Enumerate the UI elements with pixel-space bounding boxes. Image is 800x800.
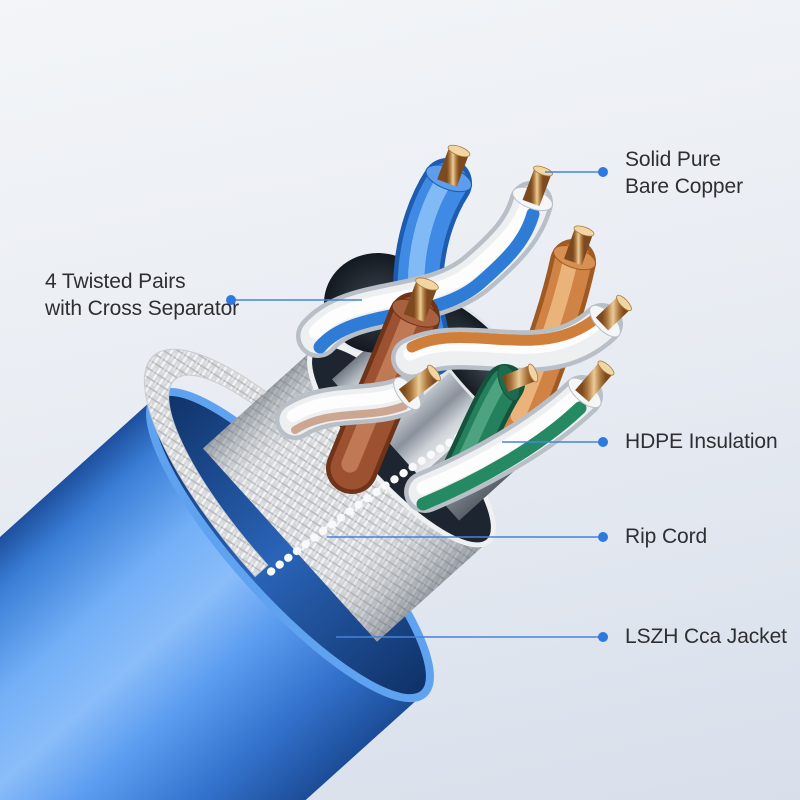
copper-conductor xyxy=(595,296,631,331)
copper-tip-face xyxy=(597,360,615,376)
wire-stripe xyxy=(416,401,587,511)
copper-tip-face xyxy=(427,364,441,382)
copper-conductor xyxy=(575,362,613,402)
wire-white-green xyxy=(404,360,615,513)
copper-tip-face xyxy=(415,277,439,291)
label-line: LSZH Cca Jacket xyxy=(625,625,787,648)
wire-white-orange xyxy=(391,294,632,379)
callout-label-bare-copper: Solid Pure Bare Copper xyxy=(625,146,743,200)
wire-stripe xyxy=(291,402,408,434)
jacket-surface xyxy=(0,396,424,800)
copper-conductor xyxy=(501,365,537,392)
callout-leaders xyxy=(226,167,608,642)
copper-conductor xyxy=(564,227,593,266)
leader-dot-rip-cord xyxy=(598,532,608,542)
label-line: 4 Twisted Pairs xyxy=(45,270,186,293)
wire-white-blue xyxy=(296,165,553,358)
copper-tip-face xyxy=(533,165,553,177)
copper-tip-face xyxy=(447,144,471,158)
leader-dot-twisted-pairs xyxy=(226,295,236,305)
wire-stripe xyxy=(313,207,540,354)
wire-stripe xyxy=(406,307,608,353)
copper-conductor xyxy=(403,280,438,322)
callout-label-twisted-pairs: 4 Twisted Pairs with Cross Separator xyxy=(45,268,239,322)
label-line: Rip Cord xyxy=(625,525,708,548)
label-line: Bare Copper xyxy=(625,175,743,198)
twisted-pair-wires xyxy=(275,144,632,513)
leader-dot-hdpe xyxy=(598,437,608,447)
copper-tip-face xyxy=(527,363,539,383)
callout-label-lszh-jacket: LSZH Cca Jacket xyxy=(625,623,787,650)
label-line: with Cross Separator xyxy=(45,297,240,320)
braided-shield-shading xyxy=(203,348,489,642)
label-line: HDPE Insulation xyxy=(625,430,778,453)
wire-white-brown xyxy=(275,364,441,440)
copper-conductor xyxy=(522,167,552,207)
copper-conductor xyxy=(398,366,440,403)
callout-label-hdpe-insulation: HDPE Insulation xyxy=(625,428,778,455)
callout-label-rip-cord: Rip Cord xyxy=(625,523,707,550)
leader-dot-bare-copper xyxy=(598,167,608,177)
label-line: Solid Pure xyxy=(625,148,721,171)
leader-dot-lszh xyxy=(598,632,608,642)
copper-tip-face xyxy=(616,294,632,312)
copper-tip-face xyxy=(573,225,595,237)
copper-conductor xyxy=(437,147,469,187)
